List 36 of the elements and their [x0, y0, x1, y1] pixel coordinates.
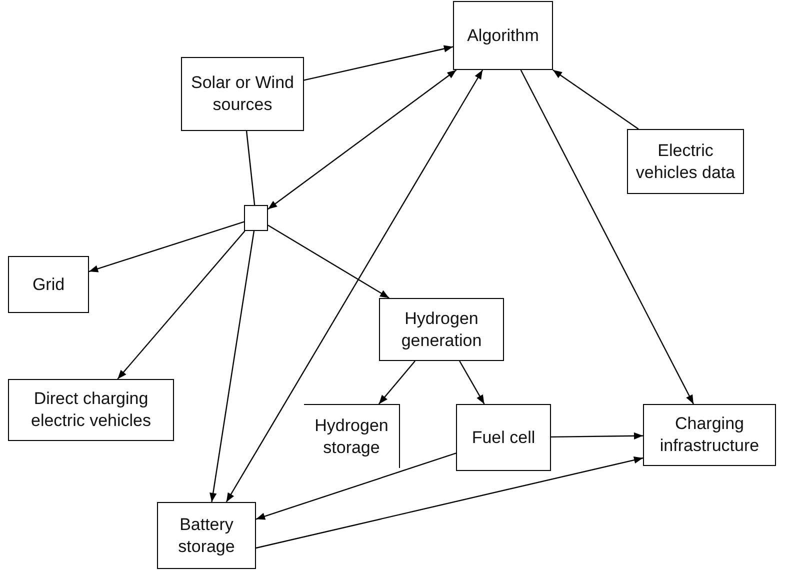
- node-label: Fuel cell: [472, 426, 536, 448]
- process-box: [181, 57, 304, 131]
- node-label: Direct charging electric vehicles: [30, 388, 152, 432]
- process-box: [643, 404, 776, 466]
- arrow: [459, 360, 485, 404]
- node-label: Solar or Wind sources: [190, 72, 295, 116]
- node-label: Hydrogen storage: [314, 414, 390, 458]
- arrow: [117, 230, 246, 380]
- arrow: [88, 221, 244, 272]
- arrow: [256, 452, 456, 520]
- node-label: Charging infrastructure: [658, 413, 760, 457]
- junction-box: [244, 205, 268, 231]
- storage-label-frame: [304, 404, 400, 468]
- arrow: [210, 230, 255, 502]
- process-box: [8, 256, 89, 313]
- arrow: [520, 70, 694, 404]
- process-box: [157, 502, 256, 569]
- node-label: Algorithm: [467, 24, 539, 46]
- arrow: [268, 224, 390, 299]
- arrow: [378, 360, 416, 404]
- node-label: Electric vehicles data: [634, 140, 736, 184]
- arrow: [304, 45, 454, 81]
- connector-line: [246, 130, 256, 206]
- arrow: [552, 70, 639, 130]
- node-label: Grid: [32, 274, 65, 296]
- process-box: [8, 379, 174, 441]
- arrow: [551, 432, 643, 440]
- process-box: [379, 298, 504, 361]
- arrow: [256, 456, 644, 549]
- arrow: [268, 70, 457, 210]
- arrow: [226, 70, 484, 502]
- node-label: Battery storage: [177, 514, 236, 558]
- node-label: Hydrogen generation: [400, 308, 483, 352]
- process-box: [627, 129, 744, 194]
- process-box: [453, 1, 553, 70]
- process-box: [456, 404, 551, 471]
